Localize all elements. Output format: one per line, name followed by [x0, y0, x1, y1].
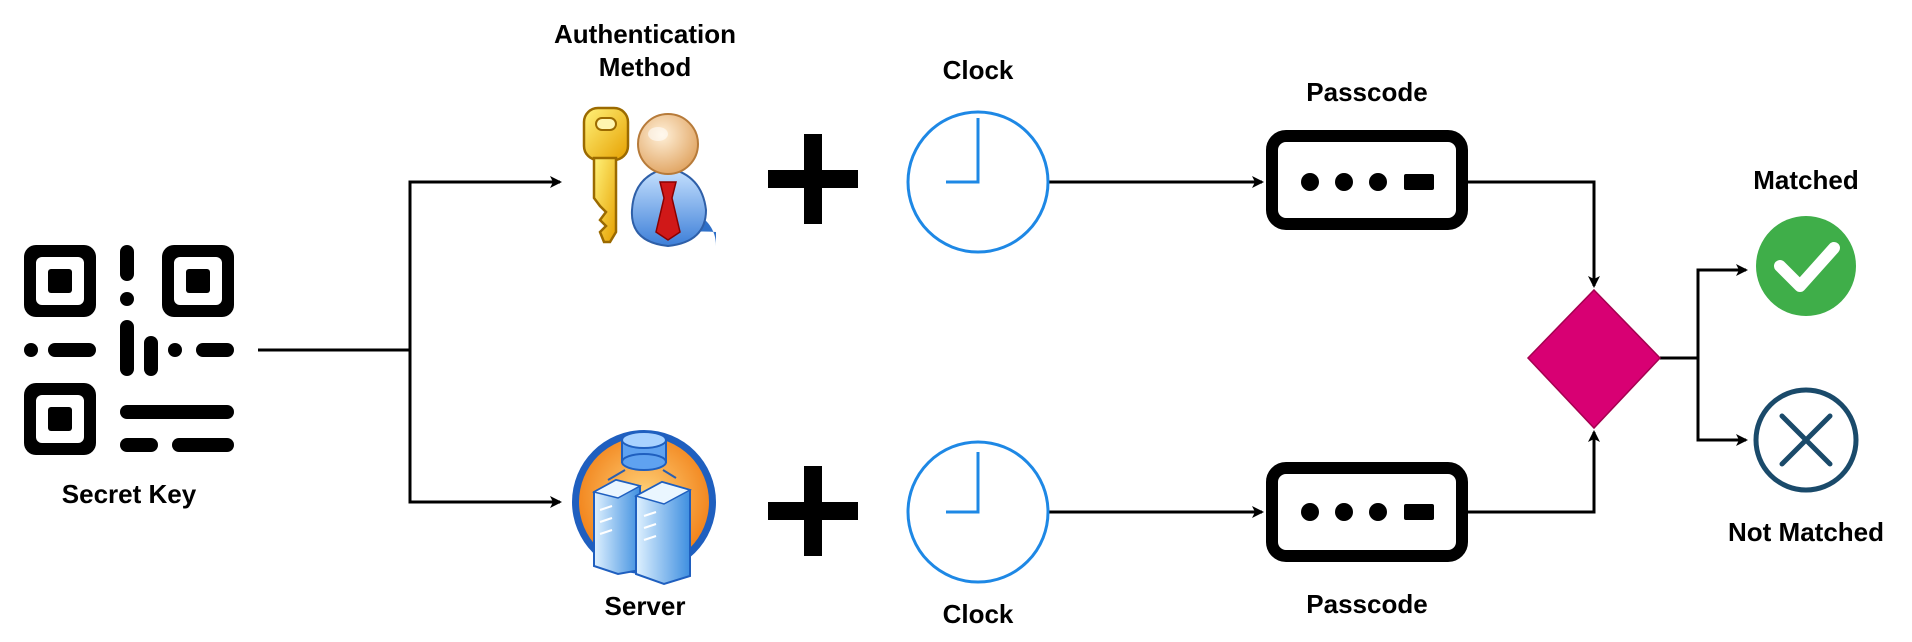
server-database-icon — [572, 430, 716, 586]
clock-icon — [906, 440, 1050, 584]
clock-bottom-label: Clock — [942, 599, 1014, 629]
password-field-icon — [1266, 462, 1468, 562]
password-field-icon — [1266, 130, 1468, 230]
clock-top-label: Clock — [942, 55, 1014, 85]
connector-passcode-top-to-decision — [1468, 180, 1600, 288]
connector-to-auth-method — [408, 176, 562, 350]
key-user-icon — [582, 106, 716, 248]
auth-method-label: Authentication Method — [554, 19, 736, 82]
connector-to-server — [408, 350, 562, 508]
passcode-bottom-label: Passcode — [1306, 589, 1428, 619]
not-matched-label: Not Matched — [1728, 517, 1884, 547]
secret-key-label: Secret Key — [61, 479, 197, 509]
matched-label: Matched — [1753, 165, 1859, 195]
passcode-top-label: Passcode — [1306, 77, 1428, 107]
connectors — [258, 176, 1748, 518]
qr-code-icon — [24, 245, 234, 455]
server-label: Server — [604, 591, 686, 621]
decision-diamond — [1526, 288, 1662, 430]
connector-to-matched — [1696, 264, 1748, 358]
plus-icon — [768, 134, 858, 224]
connector-passcode-bottom-to-decision — [1468, 430, 1600, 514]
clock-icon — [906, 110, 1050, 254]
check-circle-icon — [1756, 216, 1856, 316]
x-circle-icon — [1753, 387, 1859, 493]
plus-icon — [768, 466, 858, 556]
connector-to-not-matched — [1696, 358, 1748, 446]
